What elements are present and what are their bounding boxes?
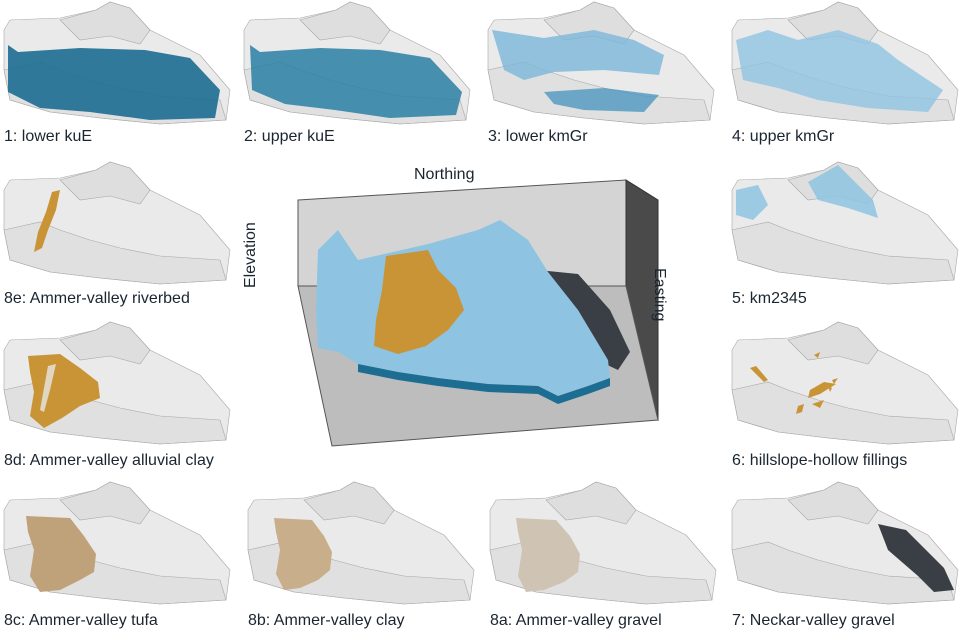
terrain-hillslope-hollow	[731, 321, 959, 445]
center-3d-model: Northing Easting Elevation	[238, 160, 710, 460]
terrain-gray-surface	[731, 381, 955, 445]
caption-tufa: 8c: Ammer-valley tufa	[4, 612, 158, 629]
terrain-gray-surface	[3, 221, 227, 285]
terrain-lower-kue	[3, 1, 231, 125]
panel-alluvial-clay: 8d: Ammer-valley alluvial clay	[0, 320, 238, 480]
layer-lower-kmgr	[492, 30, 664, 80]
layer-upper-kmgr	[736, 30, 943, 112]
layer-neckar-gravel	[878, 524, 954, 592]
caption-upper-kue: 2: upper kuE	[244, 128, 335, 145]
axis-label-northing: Northing	[414, 166, 475, 183]
terrain-tufa	[3, 481, 231, 605]
caption-lower-kmgr: 3: lower kmGr	[488, 128, 588, 145]
layer-valley-clay	[274, 518, 332, 590]
layer-km2345	[808, 165, 878, 218]
terrain-gray-surface	[303, 481, 395, 525]
terrain-alluvial-clay	[3, 321, 231, 445]
axis-label-elevation: Elevation	[242, 222, 259, 288]
terrain-km2345	[731, 161, 959, 285]
terrain-upper-kue	[243, 1, 471, 125]
caption-hillslope-hollow: 6: hillslope-hollow fillings	[732, 452, 908, 469]
terrain-valley-clay	[247, 481, 475, 605]
layer-valley-gravel	[516, 518, 580, 592]
caption-neckar-gravel: 7: Neckar-valley gravel	[732, 612, 895, 629]
terrain-gray-surface	[299, 1, 391, 45]
panel-upper-kmgr: 4: upper kmGr	[728, 0, 962, 160]
terrain-gray-surface	[59, 481, 151, 525]
terrain-gray-surface	[787, 481, 879, 525]
panel-valley-gravel: 8a: Ammer-valley gravel	[486, 480, 724, 637]
model-box	[297, 179, 659, 447]
caption-alluvial-clay: 8d: Ammer-valley alluvial clay	[4, 452, 214, 469]
caption-km2345: 5: km2345	[732, 290, 807, 307]
center-base-edge	[358, 364, 610, 404]
layer-tufa	[26, 516, 96, 592]
panel-upper-kue: 2: upper kuE	[240, 0, 478, 160]
panel-lower-kmgr: 3: lower kmGr	[484, 0, 722, 160]
terrain-valley-gravel	[489, 481, 717, 605]
terrain-neckar-gravel	[731, 481, 959, 605]
layer-upper-kue	[250, 45, 462, 118]
caption-valley-clay: 8b: Ammer-valley clay	[248, 612, 405, 629]
panel-hillslope-hollow: 6: hillslope-hollow fillings	[728, 320, 962, 480]
panel-riverbed: 8e: Ammer-valley riverbed	[0, 160, 238, 320]
panel-tufa: 8c: Ammer-valley tufa	[0, 480, 238, 637]
terrain-gray-surface	[59, 321, 151, 365]
terrain-riverbed	[3, 161, 231, 285]
caption-lower-kue: 1: lower kuE	[4, 128, 93, 145]
axis-label-easting: Easting	[651, 268, 668, 322]
panel-lower-kue: 1: lower kuE	[0, 0, 238, 160]
caption-upper-kmgr: 4: upper kmGr	[732, 128, 835, 145]
terrain-gray-surface	[545, 481, 637, 525]
terrain-gray-surface	[787, 321, 879, 365]
center-ochre-valley	[374, 250, 464, 354]
terrain-upper-kmgr	[731, 1, 959, 125]
caption-valley-gravel: 8a: Ammer-valley gravel	[490, 612, 662, 629]
panel-valley-clay: 8b: Ammer-valley clay	[244, 480, 482, 637]
terrain-gray-surface	[59, 161, 151, 205]
panel-neckar-gravel: 7: Neckar-valley gravel	[728, 480, 962, 637]
layer-lower-kue	[8, 45, 220, 120]
layer-alluvial-clay	[28, 354, 100, 428]
layer-riverbed	[34, 190, 60, 252]
panel-km2345: 5: km2345	[728, 160, 962, 320]
terrain-gray-surface	[59, 1, 151, 45]
terrain-gray-surface	[731, 221, 955, 285]
caption-riverbed: 8e: Ammer-valley riverbed	[4, 290, 190, 307]
terrain-lower-kmgr	[487, 1, 715, 125]
layer-hillslope-hollow	[750, 352, 838, 414]
